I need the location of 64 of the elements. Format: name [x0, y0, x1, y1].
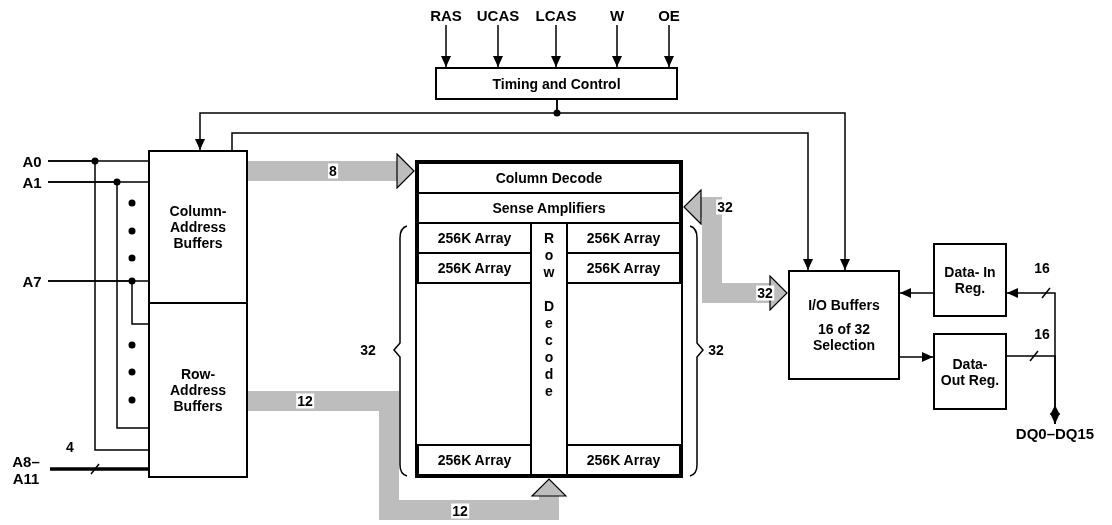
block-box — [148, 302, 248, 478]
signal-label: A1 — [16, 173, 48, 191]
block-label: Column Decode — [495, 170, 603, 186]
edge-label: 4 — [65, 439, 75, 455]
block-box — [788, 270, 900, 380]
block-box — [417, 162, 681, 194]
arrow — [664, 24, 674, 68]
block-box — [417, 252, 532, 284]
block-label: 256K Array — [586, 230, 661, 246]
bus-width-label: 32 — [756, 285, 774, 301]
bus-width-label: 12 — [451, 503, 469, 519]
arrow — [493, 24, 503, 68]
signal-label: A0 — [16, 152, 48, 170]
block-label: I/O Buffers — [808, 297, 880, 313]
block-label: 16 of 32 Selection — [811, 321, 877, 353]
block-label: Sense Amplifiers — [492, 200, 606, 216]
bus-arrow — [248, 391, 567, 520]
edge-label: 16 — [1033, 326, 1051, 342]
block-label: 256K Array — [586, 452, 661, 468]
signal-label: A8– A11 — [4, 452, 48, 488]
connector-line — [47, 280, 149, 325]
signal-label: W — [607, 6, 627, 24]
signal-label: LCAS — [533, 6, 579, 24]
block-label: 256K Array — [586, 260, 661, 276]
edge-label: 16 — [1033, 260, 1051, 276]
block-box — [417, 192, 681, 224]
block-label: Data- In Reg. — [943, 264, 997, 296]
memory-array-block — [415, 160, 683, 478]
arrow — [899, 288, 934, 298]
signal-label: OE — [656, 6, 682, 24]
bus-arrow — [248, 153, 415, 189]
edge-label: 12 — [296, 393, 314, 409]
block-box — [933, 333, 1007, 410]
bracket-label: 32 — [360, 342, 376, 358]
block-box — [148, 150, 248, 304]
arrow — [231, 132, 813, 271]
block-box — [566, 252, 681, 284]
signal-label: UCAS — [475, 6, 521, 24]
signal-label: A7 — [16, 272, 48, 290]
block-label: Data- Out Reg. — [940, 355, 1000, 388]
block-label: Row- Address Buffers — [169, 366, 227, 414]
block-box — [435, 67, 678, 100]
block-label: Row Decode — [541, 230, 557, 400]
connector-line — [50, 467, 148, 471]
block-label: 256K Array — [437, 452, 512, 468]
arrow — [556, 99, 850, 271]
arrow — [612, 24, 622, 68]
signal-label: RAS — [425, 6, 467, 24]
block-label: 256K Array — [437, 230, 512, 246]
block-label: Timing and Control — [492, 75, 621, 92]
bus-arrow — [683, 189, 788, 311]
arrow — [1006, 355, 1060, 425]
block-label: Column- Address Buffers — [168, 203, 228, 251]
arrow — [899, 352, 934, 362]
block-box — [566, 444, 681, 476]
block-box — [417, 444, 532, 476]
signal-label: DQ0–DQ15 — [1003, 424, 1107, 442]
arrow — [551, 24, 561, 68]
block-label: 256K Array — [437, 260, 512, 276]
block-box — [933, 243, 1007, 317]
arrow — [441, 24, 451, 68]
bracket-label: 32 — [708, 342, 724, 358]
edge-label: 32 — [716, 199, 734, 215]
edge-label: 8 — [328, 163, 338, 179]
